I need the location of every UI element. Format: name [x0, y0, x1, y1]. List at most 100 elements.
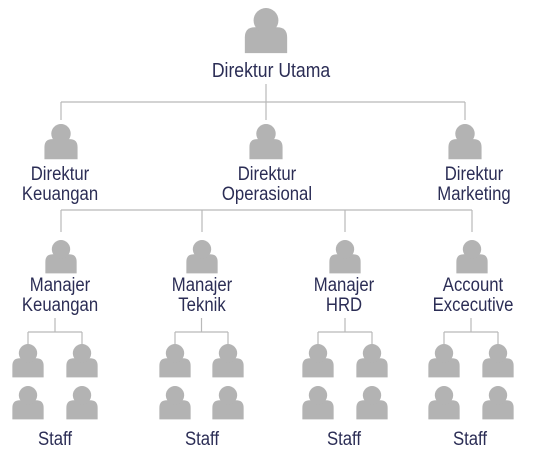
person-head-shape [192, 240, 212, 259]
director-person-icon [244, 8, 288, 54]
node-label-line: Direktur [30, 164, 90, 185]
person-body-shape [482, 358, 514, 378]
node-label-line: Manajer [313, 275, 375, 296]
node-label-line: Manajer [171, 275, 233, 296]
person-head-shape [434, 344, 454, 363]
node-label-line: Marketing [437, 184, 511, 205]
staff-person-icon [12, 344, 44, 378]
node-account-executive-label: Account Excecutive [416, 276, 530, 316]
person-head-shape [218, 344, 238, 363]
staff-group-label: Staff [326, 429, 362, 450]
node-label-line: Keuangan [21, 184, 99, 205]
person-head-shape [335, 240, 355, 259]
person-body-shape [428, 400, 460, 420]
person-body-shape [356, 400, 388, 420]
node-label-line: Operasional [221, 184, 313, 205]
person-body-shape [302, 400, 334, 420]
person-head-shape [434, 386, 454, 405]
person-head-shape [362, 386, 382, 405]
node-label-line: Direktur [237, 164, 297, 185]
staff-person-icon [356, 386, 388, 420]
person-body-shape [186, 254, 218, 274]
person-head-shape [308, 386, 328, 405]
person-body-shape [456, 254, 488, 274]
person-head-shape [488, 386, 508, 405]
person-head-shape [72, 386, 92, 405]
person-body-shape [12, 358, 44, 378]
person-body-shape [45, 254, 77, 274]
staff-person-icon [356, 344, 388, 378]
person-body-shape [356, 358, 388, 378]
person-body-shape [212, 358, 244, 378]
node-label-line: Direktur [444, 164, 504, 185]
staff-person-icon [302, 386, 334, 420]
person-body-shape [428, 358, 460, 378]
person-head-shape [488, 344, 508, 363]
person-head-shape [218, 386, 238, 405]
person-body-shape [66, 400, 98, 420]
node-direktur-operasional-label: Direktur Operasional [205, 165, 328, 205]
hrd-manager-person-icon [329, 240, 361, 274]
operations-director-person-icon [249, 124, 283, 160]
person-head-shape [362, 344, 382, 363]
staff-person-icon [212, 386, 244, 420]
staff-group-label: Staff [37, 429, 73, 450]
person-body-shape [482, 400, 514, 420]
person-body-shape [329, 254, 361, 274]
person-body-shape [159, 358, 191, 378]
person-body-shape [12, 400, 44, 420]
staff-person-icon [12, 386, 44, 420]
node-direktur-marketing-label: Direktur Marketing [421, 165, 527, 205]
person-head-shape [165, 344, 185, 363]
person-head-shape [51, 240, 71, 259]
staff-person-icon [66, 344, 98, 378]
node-manajer-hrd-label: Manajer HRD [291, 276, 397, 316]
node-label-line: HRD [325, 295, 363, 316]
person-head-shape [18, 344, 38, 363]
person-body-shape [159, 400, 191, 420]
person-head-shape [308, 344, 328, 363]
staff-person-icon [212, 344, 244, 378]
node-manajer-keuangan-label: Manajer Keuangan [7, 276, 113, 316]
node-label-line: Direktur Utama [211, 60, 331, 82]
person-head-shape [72, 344, 92, 363]
person-head-shape [51, 124, 71, 144]
person-head-shape [256, 124, 276, 144]
staff-person-icon [159, 344, 191, 378]
node-label-line: Teknik [178, 295, 226, 316]
staff-group-label: Staff [184, 429, 220, 450]
account-executive-person-icon [456, 240, 488, 274]
node-direktur-keuangan-label: Direktur Keuangan [7, 165, 113, 205]
person-head-shape [253, 8, 279, 33]
node-manajer-teknik-label: Manajer Teknik [149, 276, 255, 316]
node-label-line: Account [442, 275, 504, 296]
staff-person-icon [159, 386, 191, 420]
person-head-shape [165, 386, 185, 405]
staff-person-icon [482, 344, 514, 378]
node-label-line: Keuangan [21, 295, 99, 316]
technical-manager-person-icon [186, 240, 218, 274]
node-label-line: Manajer [29, 275, 91, 296]
person-body-shape [66, 358, 98, 378]
staff-person-icon [428, 344, 460, 378]
person-body-shape [448, 139, 482, 160]
person-body-shape [244, 27, 288, 54]
person-head-shape [455, 124, 475, 144]
staff-group-label: Staff [452, 429, 488, 450]
person-head-shape [18, 386, 38, 405]
node-label-line: Excecutive [432, 295, 514, 316]
person-body-shape [249, 139, 283, 160]
finance-director-person-icon [44, 124, 78, 160]
marketing-director-person-icon [448, 124, 482, 160]
person-body-shape [302, 358, 334, 378]
staff-person-icon [302, 344, 334, 378]
staff-person-icon [482, 386, 514, 420]
staff-person-icon [66, 386, 98, 420]
staff-person-icon [428, 386, 460, 420]
person-body-shape [44, 139, 78, 160]
node-direktur-utama-label: Direktur Utama [183, 61, 359, 81]
finance-manager-person-icon [45, 240, 77, 274]
person-body-shape [212, 400, 244, 420]
